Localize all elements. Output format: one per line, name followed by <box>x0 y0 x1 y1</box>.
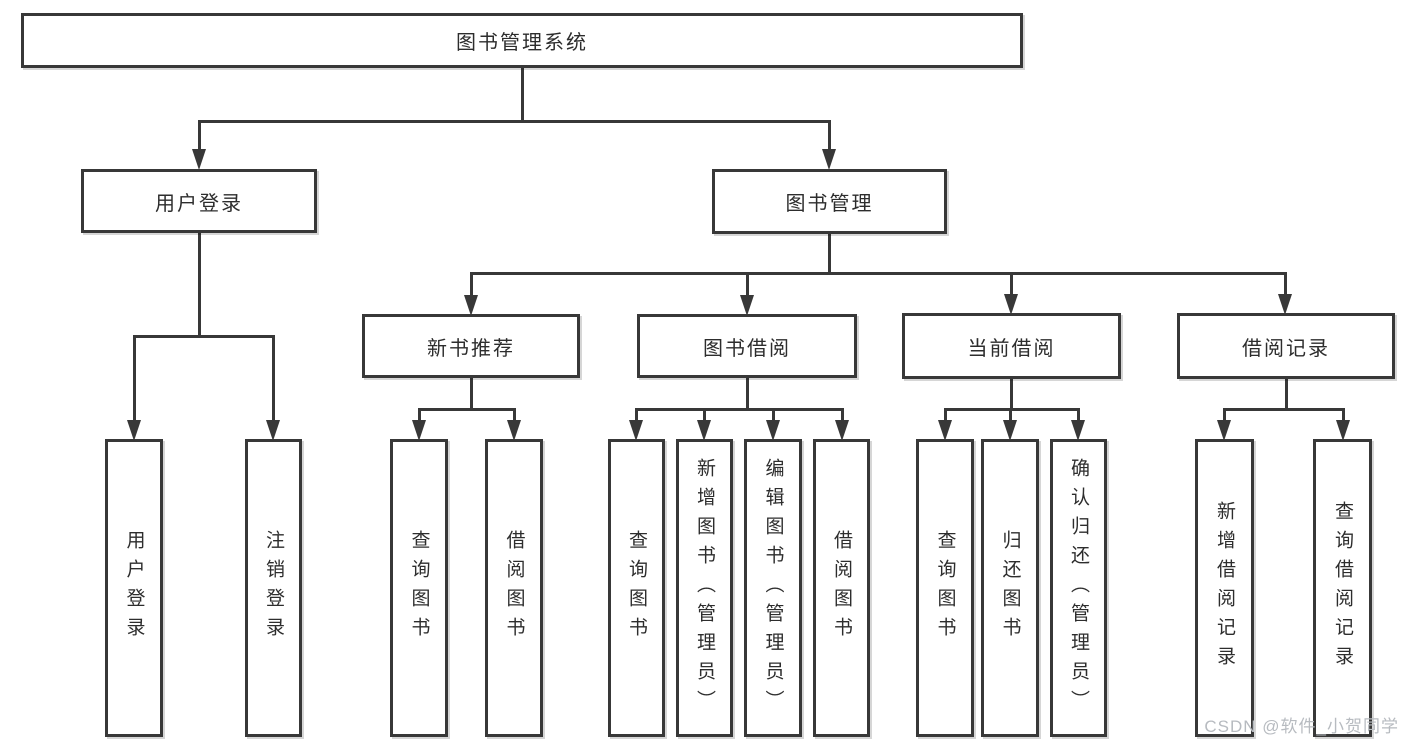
connector-line <box>469 376 473 410</box>
connector-line <box>520 66 524 122</box>
connector-line <box>1076 408 1080 422</box>
connector-line <box>469 272 1287 275</box>
node-new-book-recommend: 新书推荐 <box>362 314 580 378</box>
node-label: 借阅图书 <box>831 530 852 646</box>
connector-line <box>1222 408 1226 422</box>
arrowhead-icon <box>835 420 849 441</box>
connector-line <box>943 408 1080 411</box>
arrowhead-icon <box>266 420 280 441</box>
connector-line <box>745 272 749 297</box>
connector-line <box>197 231 201 336</box>
connector-line <box>1341 408 1345 422</box>
arrowhead-icon <box>412 420 426 441</box>
node-label: 图书借阅 <box>703 337 791 360</box>
arrowhead-icon <box>629 420 643 441</box>
node-borrow-record: 借阅记录 <box>1177 313 1395 379</box>
connector-line <box>1283 272 1287 296</box>
connector-line <box>132 335 275 338</box>
arrowhead-icon <box>507 420 521 441</box>
arrowhead-icon <box>127 420 141 441</box>
node-root-system: 图书管理系统 <box>21 13 1023 68</box>
node-label: 查询图书 <box>934 530 956 646</box>
connector-line <box>512 408 516 422</box>
leaf-current-query: 查询图书 <box>916 439 974 737</box>
connector-line <box>1284 377 1288 410</box>
node-label: 归还图书 <box>999 530 1021 646</box>
node-label: 借阅记录 <box>1242 337 1330 360</box>
node-label: 新增借阅记录 <box>1214 501 1235 675</box>
node-label: 编辑图书（管理员） <box>762 457 784 719</box>
leaf-newbook-borrow: 借阅图书 <box>485 439 543 737</box>
arrowhead-icon <box>192 149 206 170</box>
node-label: 用户登录 <box>155 192 243 215</box>
connector-line <box>1222 408 1345 411</box>
arrowhead-icon <box>938 420 952 441</box>
leaf-borrow-edit-admin: 编辑图书（管理员） <box>744 439 802 737</box>
connector-line <box>197 120 201 151</box>
node-label: 查询借阅记录 <box>1332 501 1353 675</box>
arrowhead-icon <box>464 295 478 316</box>
arrowhead-icon <box>1003 420 1017 441</box>
connector-line <box>943 408 947 422</box>
leaf-borrow-query: 查询图书 <box>608 439 665 737</box>
node-label: 确认归还（管理员） <box>1068 457 1089 719</box>
arrowhead-icon <box>1336 420 1350 441</box>
leaf-borrow-add-admin: 新增图书（管理员） <box>676 439 733 737</box>
node-user-login: 用户登录 <box>81 169 317 233</box>
node-current-borrow: 当前借阅 <box>902 313 1121 379</box>
leaf-logout: 注销登录 <box>245 439 302 737</box>
connector-line <box>417 408 516 411</box>
leaf-user-login: 用户登录 <box>105 439 163 737</box>
arrowhead-icon <box>740 295 754 316</box>
connector-line <box>469 272 473 297</box>
node-book-borrow: 图书借阅 <box>637 314 857 378</box>
node-label: 查询图书 <box>408 530 430 646</box>
arrowhead-icon <box>1217 420 1231 441</box>
leaf-current-confirm-admin: 确认归还（管理员） <box>1050 439 1107 737</box>
connector-line <box>1009 272 1013 296</box>
node-label: 新增图书（管理员） <box>694 457 715 719</box>
leaf-current-return: 归还图书 <box>981 439 1039 737</box>
connector-line <box>827 232 831 274</box>
leaf-borrow-book: 借阅图书 <box>813 439 870 737</box>
leaf-record-add: 新增借阅记录 <box>1195 439 1254 737</box>
connector-line <box>197 120 831 123</box>
csdn-watermark: CSDN @软件_小贺同学 <box>1204 717 1399 736</box>
connector-line <box>702 408 706 422</box>
connector-line <box>132 335 136 422</box>
connector-line <box>634 408 844 411</box>
arrowhead-icon <box>697 420 711 441</box>
arrowhead-icon <box>1004 294 1018 315</box>
node-label: 借阅图书 <box>503 530 525 646</box>
node-label: 用户登录 <box>123 530 145 646</box>
leaf-newbook-query: 查询图书 <box>390 439 448 737</box>
connector-line <box>1009 377 1013 410</box>
arrowhead-icon <box>766 420 780 441</box>
node-label: 当前借阅 <box>967 337 1056 360</box>
connector-line <box>827 120 831 151</box>
arrowhead-icon <box>822 149 836 170</box>
arrowhead-icon <box>1278 294 1292 315</box>
node-label: 图书管理 <box>785 193 874 215</box>
connector-line <box>1008 408 1012 422</box>
node-label: 新书推荐 <box>427 337 515 360</box>
connector-line <box>417 408 421 422</box>
node-label: 查询图书 <box>626 530 647 646</box>
node-book-management: 图书管理 <box>712 169 947 234</box>
node-label: 注销登录 <box>263 530 284 646</box>
connector-line <box>840 408 844 422</box>
node-label: 图书管理系统 <box>456 32 588 54</box>
connector-line <box>271 335 275 422</box>
leaf-record-query: 查询借阅记录 <box>1313 439 1372 737</box>
connector-line <box>771 408 775 422</box>
connector-line <box>634 408 638 422</box>
arrowhead-icon <box>1071 420 1085 441</box>
connector-line <box>745 376 749 410</box>
